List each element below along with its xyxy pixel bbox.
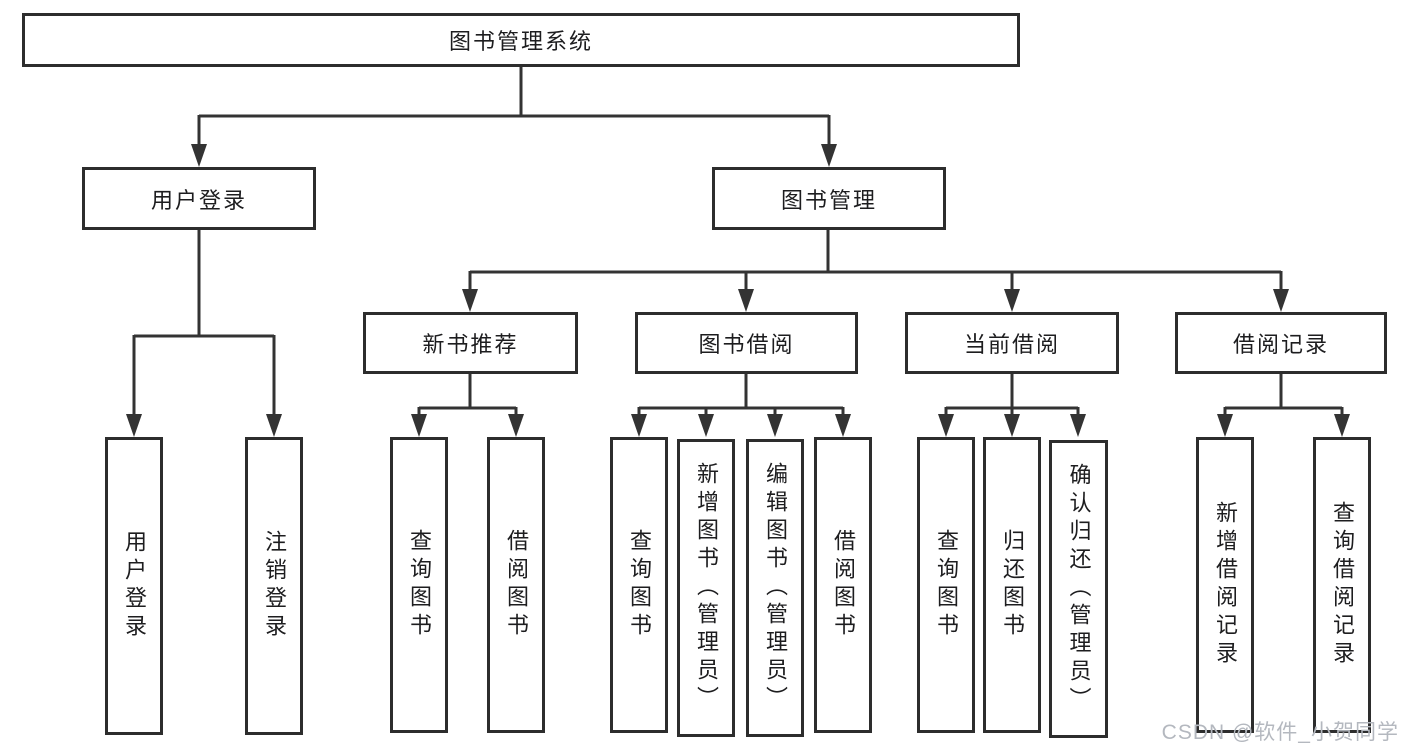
leaf-borrow-edit-book-admin-label: 编辑图书（管理员） <box>763 462 788 714</box>
leaf-user-login-label: 用户登录 <box>122 530 147 642</box>
leaf-current-confirm-return-admin-label: 确认归还（管理员） <box>1066 463 1092 715</box>
arrowheads <box>126 144 1350 437</box>
leaf-newbook-borrow-book-label: 借阅图书 <box>504 529 529 641</box>
leaf-current-query-book: 查询图书 <box>917 437 975 733</box>
leaf-user-login: 用户登录 <box>105 437 163 735</box>
node-new-book-recommend: 新书推荐 <box>363 312 578 374</box>
leaf-record-query-borrow-record-label: 查询借阅记录 <box>1330 501 1355 669</box>
node-book-borrow: 图书借阅 <box>635 312 858 374</box>
leaf-newbook-query-book: 查询图书 <box>390 437 448 733</box>
node-borrow-record-label: 借阅记录 <box>1232 332 1329 357</box>
leaf-borrow-borrow-book: 借阅图书 <box>814 437 872 733</box>
node-book-management: 图书管理 <box>712 167 946 230</box>
leaf-current-return-book: 归还图书 <box>983 437 1041 733</box>
csdn-watermark: CSDN @软件_小贺同学 <box>1161 721 1399 744</box>
leaf-current-confirm-return-admin: 确认归还（管理员） <box>1049 440 1108 738</box>
leaf-borrow-query-book: 查询图书 <box>610 437 668 733</box>
leaf-borrow-edit-book-admin: 编辑图书（管理员） <box>746 439 804 737</box>
leaf-logout: 注销登录 <box>245 437 303 735</box>
leaf-record-add-borrow-record-label: 新增借阅记录 <box>1213 501 1238 669</box>
leaf-logout-label: 注销登录 <box>262 530 287 642</box>
leaf-record-query-borrow-record: 查询借阅记录 <box>1313 437 1371 733</box>
node-book-management-label: 图书管理 <box>780 187 877 213</box>
node-root: 图书管理系统 <box>22 13 1020 67</box>
leaf-record-add-borrow-record: 新增借阅记录 <box>1196 437 1254 733</box>
node-root-label: 图书管理系统 <box>448 29 593 54</box>
leaf-current-return-book-label: 归还图书 <box>1000 529 1025 641</box>
node-book-borrow-label: 图书借阅 <box>698 332 795 357</box>
leaf-newbook-query-book-label: 查询图书 <box>407 529 432 641</box>
node-borrow-record: 借阅记录 <box>1175 312 1387 374</box>
leaf-current-query-book-label: 查询图书 <box>934 529 959 641</box>
node-current-borrow: 当前借阅 <box>905 312 1119 374</box>
node-current-borrow-label: 当前借阅 <box>963 332 1060 357</box>
node-user-login: 用户登录 <box>82 167 316 230</box>
leaf-borrow-query-book-label: 查询图书 <box>627 529 652 641</box>
leaf-borrow-add-book-admin: 新增图书（管理员） <box>677 439 735 737</box>
leaf-newbook-borrow-book: 借阅图书 <box>487 437 545 733</box>
node-new-book-recommend-label: 新书推荐 <box>422 332 519 357</box>
leaf-borrow-add-book-admin-label: 新增图书（管理员） <box>694 462 719 714</box>
node-user-login-label: 用户登录 <box>150 187 247 213</box>
leaf-borrow-borrow-book-label: 借阅图书 <box>831 529 856 641</box>
